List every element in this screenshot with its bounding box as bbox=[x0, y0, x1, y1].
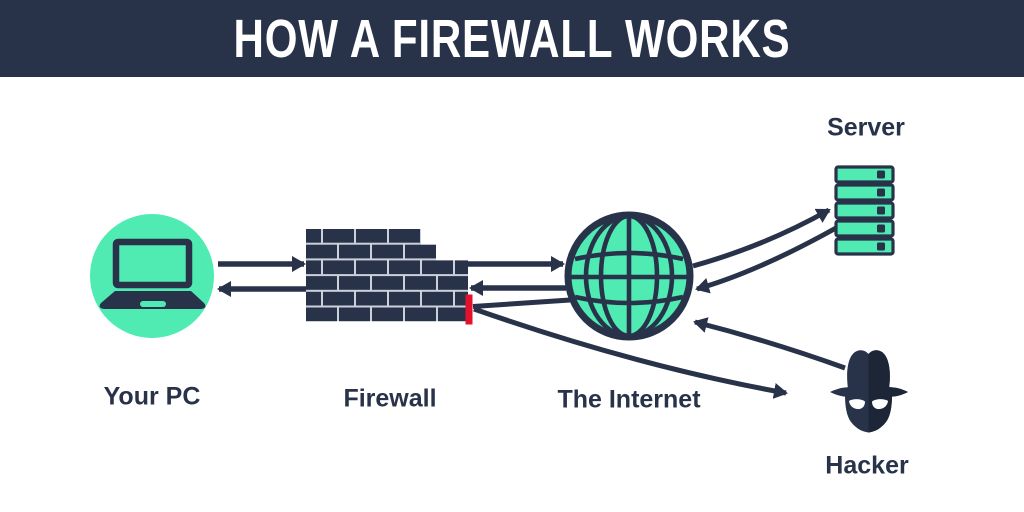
arrow-internet-to-server bbox=[692, 207, 831, 269]
spy-icon bbox=[830, 350, 908, 433]
server-rack-icon bbox=[834, 165, 895, 256]
label-hacker: Hacker bbox=[825, 451, 909, 480]
label-the-internet: The Internet bbox=[557, 385, 701, 414]
arrow-hacker-to-internet bbox=[693, 317, 846, 371]
label-firewall: Firewall bbox=[343, 384, 437, 413]
arrow-server-to-internet bbox=[695, 225, 838, 294]
laptop-in-circle-icon bbox=[90, 214, 214, 338]
label-your-pc: Your PC bbox=[103, 382, 201, 411]
arrow-firewall-rejected-to-hacker bbox=[473, 306, 788, 399]
brick-wall-icon bbox=[306, 229, 468, 322]
header-banner: HOW A FIREWALL WORKS bbox=[0, 0, 1024, 77]
label-server: Server bbox=[827, 113, 905, 142]
globe-icon bbox=[564, 211, 694, 341]
blocked-indicator bbox=[465, 294, 473, 325]
page-title: HOW A FIREWALL WORKS bbox=[233, 8, 791, 69]
line-internet-blocked-at-firewall bbox=[472, 297, 571, 309]
